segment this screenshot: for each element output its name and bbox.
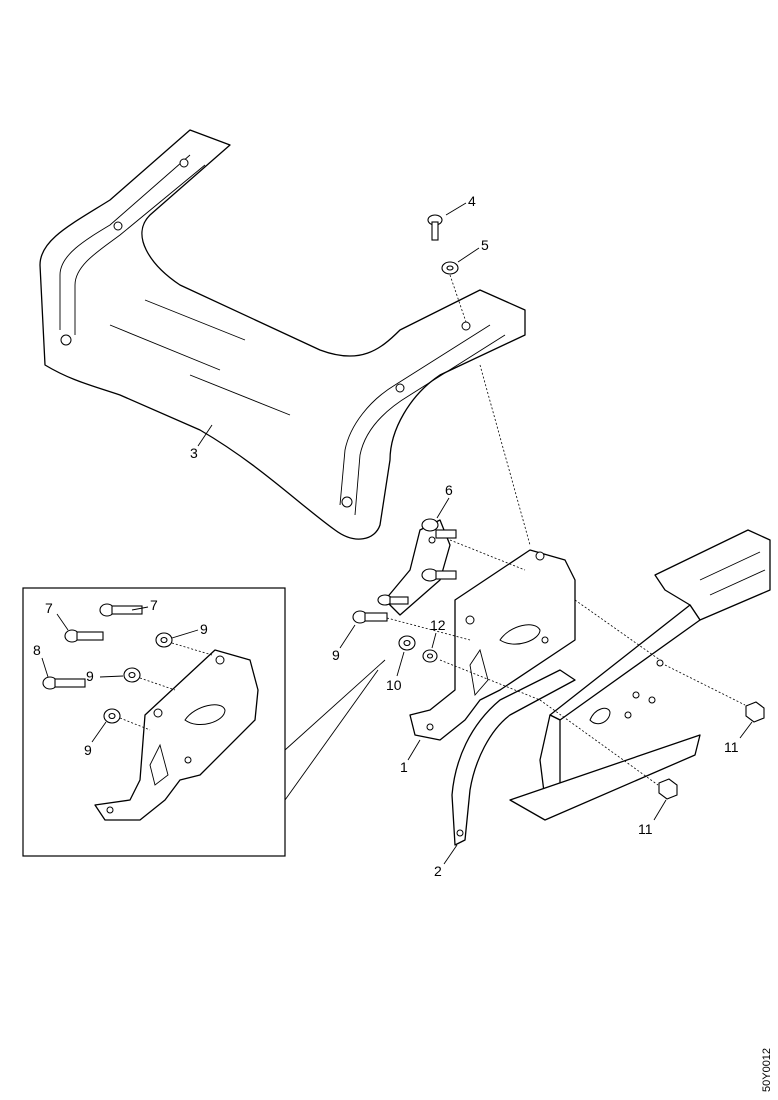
callout-7-inset-left: 7 — [45, 600, 53, 616]
callout-9: 9 — [332, 647, 340, 663]
callout-6: 6 — [445, 482, 453, 498]
crossmember-bracket — [39, 129, 526, 540]
inset-connector — [284, 659, 386, 801]
leader-line — [479, 364, 531, 546]
callout-2: 2 — [434, 863, 442, 879]
callout-11-bottom: 11 — [638, 821, 653, 837]
callout-1: 1 — [400, 759, 408, 775]
frame-rail — [509, 529, 771, 821]
callout-4: 4 — [468, 193, 476, 209]
callout-9-inset-mid: 9 — [86, 668, 94, 684]
callout-11-right: 11 — [724, 739, 739, 755]
mounting-plate — [409, 549, 576, 741]
washer-5 — [441, 261, 459, 275]
callouts: 4 5 3 6 9 12 10 1 2 11 11 7 7 9 8 9 9 — [33, 193, 753, 879]
bolt-6 — [377, 518, 457, 606]
callout-9-inset-low: 9 — [84, 742, 92, 758]
support-strap — [451, 669, 576, 846]
washer-10 — [398, 635, 416, 651]
callout-9-inset-top: 9 — [200, 621, 208, 637]
callout-3: 3 — [190, 445, 198, 461]
image-code: 50Y0012 — [761, 1048, 773, 1092]
callout-5: 5 — [481, 237, 489, 253]
washer-12 — [422, 649, 438, 663]
callout-12: 12 — [430, 617, 446, 633]
leader-lines — [386, 539, 746, 786]
leader-line — [449, 274, 467, 323]
detail-inset — [22, 587, 286, 857]
bolt-9 — [352, 610, 388, 624]
callout-10: 10 — [386, 677, 402, 693]
callout-7-inset-top: 7 — [150, 597, 158, 613]
nut-11 — [658, 701, 765, 800]
bolt-4 — [427, 214, 443, 241]
callout-8-inset: 8 — [33, 642, 41, 658]
